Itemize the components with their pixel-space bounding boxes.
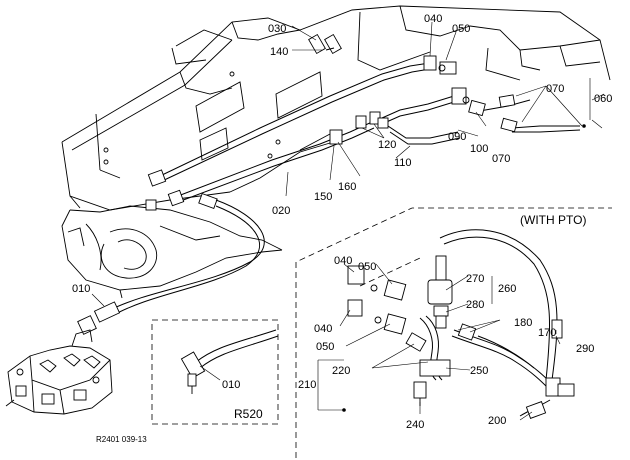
part-label-100: 100: [470, 143, 488, 155]
part-label-150: 150: [314, 191, 332, 203]
pto-assembly: [347, 229, 575, 419]
part-label-030: 030: [268, 23, 286, 35]
part-label-290: 290: [576, 343, 594, 355]
part-label-070-upper: 070: [546, 83, 564, 95]
leader-lines: [91, 21, 605, 421]
part-label-120: 120: [378, 139, 396, 151]
part-label-220: 220: [332, 365, 350, 377]
upper-pipe-assembly: [145, 33, 581, 211]
part-label-040-pto-b: 040: [314, 323, 332, 335]
part-label-040-pto-a: 040: [334, 255, 352, 267]
part-label-200: 200: [488, 415, 506, 427]
part-label-010-inset: 010: [222, 379, 240, 391]
part-label-070-lower: 070: [492, 153, 510, 165]
model-caption-r520: R520: [234, 407, 263, 421]
part-label-260: 260: [498, 283, 516, 295]
tractor-frame: [61, 5, 611, 211]
part-label-180: 180: [514, 317, 532, 329]
part-label-040-upper: 040: [424, 13, 442, 25]
part-label-210: 210: [298, 379, 316, 391]
part-label-170: 170: [538, 327, 556, 339]
with-pto-box: [295, 207, 612, 458]
part-label-270: 270: [466, 273, 484, 285]
drawing-reference: R2401 039-13: [96, 435, 147, 444]
part-label-050-pto-a: 050: [358, 261, 376, 273]
control-valve: [5, 329, 113, 415]
with-pto-caption: (WITH PTO): [520, 213, 586, 227]
part-label-050-pto-b: 050: [316, 341, 334, 353]
part-label-140: 140: [270, 46, 288, 58]
part-label-050-upper: 050: [452, 23, 470, 35]
part-label-010-main: 010: [72, 283, 90, 295]
part-label-060: 060: [594, 93, 612, 105]
part-label-160: 160: [338, 181, 356, 193]
part-label-020: 020: [272, 205, 290, 217]
part-label-090: 090: [448, 131, 466, 143]
r520-inset: [151, 319, 279, 425]
part-label-110: 110: [394, 157, 412, 169]
part-label-250: 250: [470, 365, 488, 377]
part-label-280: 280: [466, 299, 484, 311]
hydraulic-hose-010: [77, 199, 265, 335]
part-label-240: 240: [406, 419, 424, 431]
transmission-housing: [61, 205, 283, 299]
